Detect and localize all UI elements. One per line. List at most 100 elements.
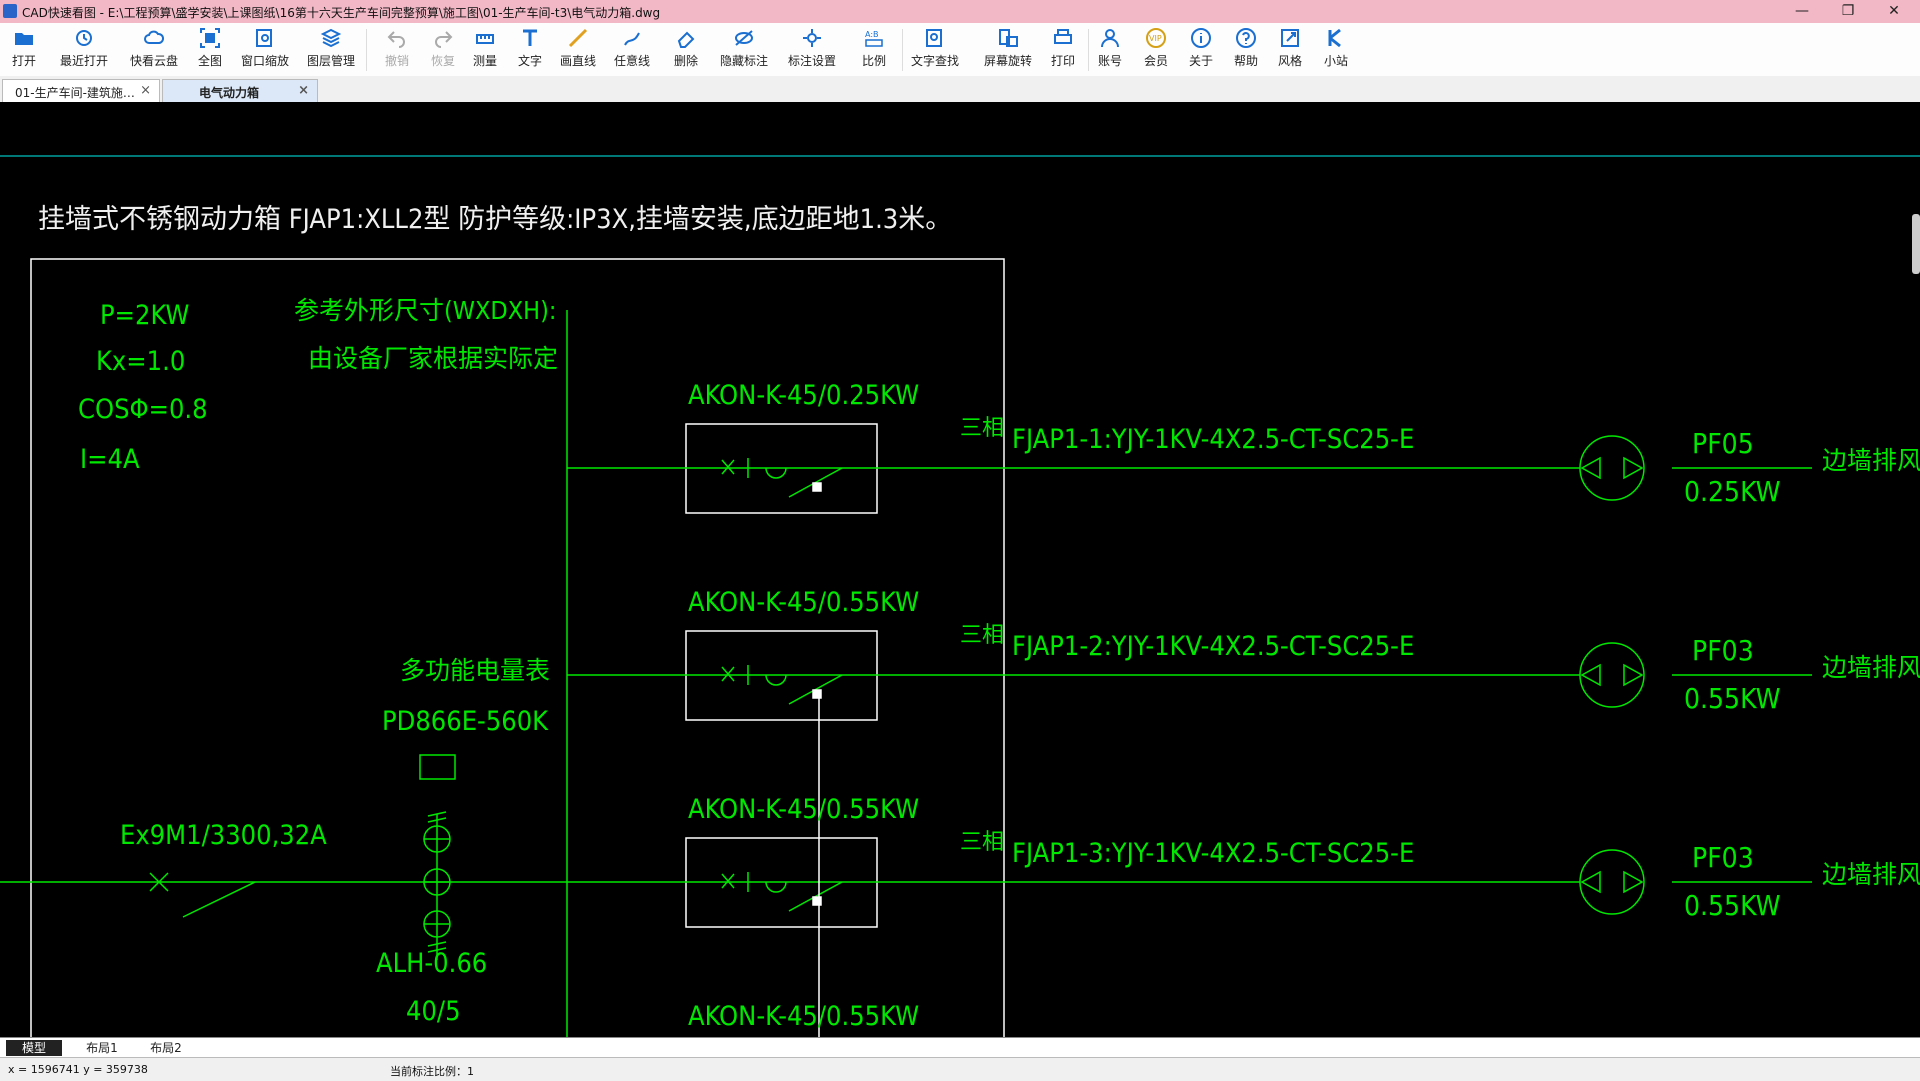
redo-icon bbox=[435, 31, 453, 48]
tab-power-box[interactable]: 电气动力箱 × bbox=[162, 79, 318, 102]
toolbar-label: 关于 bbox=[1188, 54, 1213, 68]
fit-view-icon bbox=[200, 28, 220, 48]
toolbar-separator bbox=[902, 29, 903, 71]
toolbar-label: 全图 bbox=[197, 54, 222, 68]
cable-label-2: FJAP1-2:YJY-1KV-4X2.5-CT-SC25-E bbox=[1012, 631, 1415, 662]
main-breaker-label: Ex9M1/3300,32A bbox=[120, 820, 327, 851]
toolbar-label: 任意线 bbox=[613, 54, 650, 68]
toolbar-button-zoom-window[interactable]: 窗口缩放 bbox=[234, 25, 296, 75]
circuit-1 bbox=[567, 423, 1812, 514]
param-kx: Kx=1.0 bbox=[96, 346, 186, 377]
maximize-button[interactable]: ❐ bbox=[1841, 3, 1855, 19]
toolbar-button-text-search[interactable]: 文字查找 bbox=[902, 25, 968, 75]
tab-close-icon[interactable]: × bbox=[298, 83, 309, 98]
toolbar-button-undo[interactable]: 撤销 bbox=[378, 25, 416, 75]
meter-model: PD866E-560K bbox=[382, 706, 549, 737]
app-logo-icon bbox=[3, 4, 17, 18]
main-breaker-switch bbox=[182, 881, 256, 918]
rotate-screen-icon bbox=[999, 29, 1018, 47]
main-toolbar: 打开最近打开 快看云盘 全图 窗口缩放 图层管理 撤销恢复 测量文字画直线 任意线 删除 隐藏标注… bbox=[0, 23, 1920, 77]
toolbar-button-style[interactable]: 风格 bbox=[1270, 25, 1310, 75]
toolbar-button-info[interactable]: 关于 bbox=[1180, 25, 1222, 75]
cable-label-3: FJAP1-3:YJY-1KV-4X2.5-CT-SC25-E bbox=[1012, 838, 1415, 869]
toolbar-button-print[interactable]: 打印 bbox=[1042, 25, 1084, 75]
phase-label-2: 三相 bbox=[960, 623, 1005, 648]
text-icon bbox=[523, 29, 537, 46]
window-title: CAD快速看图 - E:\工程预算\盛学安装\上课图纸\16第十六天生产车间完整… bbox=[22, 6, 661, 20]
zoom-window-icon bbox=[256, 29, 272, 47]
ct-ratio: 40/5 bbox=[406, 996, 461, 1027]
print-icon bbox=[1054, 29, 1072, 44]
title-bar: CAD快速看图 - E:\工程预算\盛学安装\上课图纸\16第十六天生产车间完整… bbox=[0, 0, 1920, 23]
tab-label: 电气动力箱 bbox=[199, 86, 260, 100]
toolbar-button-redo[interactable]: 恢复 bbox=[424, 25, 462, 75]
toolbar-label: 小站 bbox=[1323, 54, 1348, 68]
minimize-button[interactable]: — bbox=[1795, 3, 1809, 19]
history-icon bbox=[76, 30, 92, 46]
eraser-icon bbox=[677, 31, 695, 48]
param-current: I=4A bbox=[80, 444, 140, 475]
toolbar-label: 图层管理 bbox=[306, 54, 355, 68]
fan-device-1: 边墙排风机 bbox=[1822, 446, 1920, 475]
annotation-settings-icon bbox=[803, 29, 821, 47]
tab-close-icon[interactable]: × bbox=[140, 83, 151, 98]
toolbar-button-folder-open[interactable]: 打开 bbox=[2, 25, 46, 75]
phase-label-1: 三相 bbox=[960, 416, 1005, 441]
toolbar-label: 最近打开 bbox=[59, 54, 108, 68]
close-button[interactable]: ✕ bbox=[1888, 3, 1900, 19]
meter-box bbox=[419, 754, 456, 780]
toolbar-label: 窗口缩放 bbox=[240, 54, 289, 68]
toolbar-label: 屏幕旋转 bbox=[983, 54, 1032, 68]
breaker-4-label: AKON-K-45/0.55KW bbox=[688, 1001, 920, 1032]
toolbar-label: 快看云盘 bbox=[129, 54, 178, 68]
toolbar-label: 恢复 bbox=[430, 54, 455, 68]
circuit-2 bbox=[567, 630, 1812, 721]
layout-tab-model[interactable]: 模型 bbox=[6, 1040, 62, 1056]
toolbar-button-freehand[interactable]: 任意线 bbox=[606, 25, 658, 75]
hide-annotation-icon bbox=[735, 30, 753, 46]
vertical-scrollbar[interactable] bbox=[1912, 214, 1920, 274]
toolbar-button-account[interactable]: 账号 bbox=[1090, 25, 1130, 75]
scale-icon: A:B bbox=[865, 30, 883, 47]
circuit-3 bbox=[567, 837, 1812, 928]
cloud-icon bbox=[144, 30, 165, 44]
svg-text:A:B: A:B bbox=[865, 30, 879, 39]
toolbar-button-help[interactable]: 帮助 bbox=[1226, 25, 1266, 75]
toolbar-label: 会员 bbox=[1143, 54, 1168, 68]
fan-power-3: 0.55KW bbox=[1684, 889, 1781, 922]
fan-device-2: 边墙排风机 bbox=[1822, 653, 1920, 682]
toolbar-label: 测量 bbox=[472, 54, 497, 68]
cursor-coordinates: x = 1596741 y = 359738 bbox=[8, 1063, 148, 1076]
layout-tab-1[interactable]: 布局1 bbox=[86, 1041, 118, 1055]
freehand-icon bbox=[624, 32, 640, 46]
toolbar-button-text[interactable]: 文字 bbox=[510, 25, 550, 75]
toolbar-button-measure[interactable]: 测量 bbox=[466, 25, 504, 75]
phase-label-3: 三相 bbox=[960, 830, 1005, 855]
toolbar-label: 文字查找 bbox=[910, 54, 959, 68]
param-power: P=2KW bbox=[100, 300, 190, 331]
meter-name: 多功能电量表 bbox=[400, 656, 551, 685]
toolbar-button-line[interactable]: 画直线 bbox=[554, 25, 602, 75]
tab-building-drawing[interactable]: 01-生产车间-建筑施… × bbox=[2, 79, 160, 102]
toolbar-button-layers[interactable]: 图层管理 bbox=[300, 25, 362, 75]
annotation-scale-status: 当前标注比例：1 bbox=[390, 1065, 474, 1078]
toolbar-button-station[interactable]: 小站 bbox=[1316, 25, 1356, 75]
cad-drawing-svg bbox=[0, 155, 1920, 1037]
toolbar-button-history[interactable]: 最近打开 bbox=[52, 25, 116, 75]
station-icon bbox=[1328, 28, 1341, 48]
toolbar-label: 删除 bbox=[673, 54, 698, 68]
toolbar-button-hide-annotation[interactable]: 隐藏标注 bbox=[712, 25, 776, 75]
toolbar-button-cloud[interactable]: 快看云盘 bbox=[122, 25, 186, 75]
dimension-note-text: 由设备厂家根据实际定 bbox=[308, 344, 559, 373]
toolbar-button-fit-view[interactable]: 全图 bbox=[190, 25, 230, 75]
toolbar-button-annotation-settings[interactable]: 标注设置 bbox=[780, 25, 844, 75]
toolbar-separator bbox=[1088, 29, 1089, 71]
toolbar-label: 隐藏标注 bbox=[719, 54, 768, 68]
toolbar-label: 画直线 bbox=[559, 54, 596, 68]
toolbar-button-rotate-screen[interactable]: 屏幕旋转 bbox=[976, 25, 1040, 75]
drawing-canvas[interactable]: 挂墙式不锈钢动力箱 FJAP1:XLL2型 防护等级:IP3X,挂墙安装,底边距… bbox=[0, 102, 1920, 1037]
toolbar-button-eraser[interactable]: 删除 bbox=[664, 25, 708, 75]
layout-tab-2[interactable]: 布局2 bbox=[150, 1041, 182, 1055]
